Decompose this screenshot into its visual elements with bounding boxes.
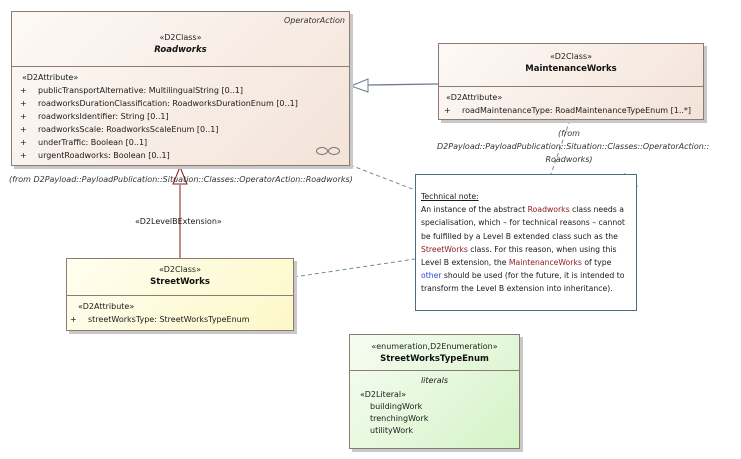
enum-stereotype: «enumeration,D2Enumeration» [371,342,498,351]
class-name: StreetWorks [150,277,210,287]
class-stereotype: «D2Class» [550,52,592,61]
generalization-line[interactable] [367,83,439,86]
note-line: transform the Level B extension into inh… [421,282,630,295]
section-label: literals [420,376,449,385]
note-link-roadworks[interactable] [349,164,416,191]
note-text: class. For this reason, when using this [467,244,617,254]
extension-stereotype-label: «D2LevelBExtension» [135,217,222,226]
attribute-stereotype: «D2Attribute» [446,93,503,102]
enum-street-works-type[interactable]: «enumeration,D2Enumeration» StreetWorksT… [349,334,520,449]
note-highlight: MaintenanceWorks [508,258,582,268]
visibility: + [20,99,27,108]
note-highlight: Roadworks [527,205,570,215]
note-title: Technical note: [421,192,479,201]
linked-diagram-icon[interactable] [315,146,341,156]
literal-item[interactable]: trenchingWork [370,414,429,423]
attribute-stereotype: «D2Attribute» [78,302,135,311]
visibility: + [20,151,27,160]
note-text: transform the Level B extension into inh… [421,284,613,294]
attribute-row[interactable]: + roadworksScale: RoadworksScaleEnum [0..… [20,123,349,136]
note-text: class needs a [569,205,624,215]
note-text: specialisation, which – for technical re… [421,218,625,228]
class-name: Roadworks [154,45,207,55]
namespace-line: (from D2Payload::PayloadPublication::Sit… [437,129,710,151]
extension-arrowhead [172,165,188,185]
class-maintenance-works-header: «D2Class» MaintenanceWorks [439,44,703,87]
literal-item[interactable]: buildingWork [370,402,423,411]
class-street-works-header: «D2Class» StreetWorks [67,259,293,296]
visibility: + [20,138,27,147]
attribute-text: urgentRoadworks: Boolean [0..1] [38,151,170,160]
class-stereotype: «D2Class» [159,265,201,274]
note-line: specialisation, which – for technical re… [421,216,630,229]
class-roadworks-header: OperatorAction «D2Class» Roadworks [12,12,349,67]
attribute-row[interactable]: + publicTransportAlternative: Multilingua… [20,84,349,97]
class-name: MaintenanceWorks [525,64,617,74]
note-line: An instance of the abstract Roadworks cl… [421,203,630,216]
attribute-row[interactable]: + roadworksIdentifier: String [0..1] [20,110,349,123]
class-street-works[interactable]: «D2Class» StreetWorks «D2Attribute» + str… [66,258,294,331]
roadworks-namespace: (from D2Payload::PayloadPublication::Sit… [9,175,353,184]
note-text: of type [581,258,612,268]
note-line: StreetWorks class. For this reason, when… [421,243,630,256]
note-line: be fulfilled by a Level B extended class… [421,230,630,243]
visibility: + [20,112,27,121]
attribute-row[interactable]: + underTraffic: Boolean [0..1] [20,136,349,149]
attribute-row[interactable]: + roadMaintenanceType: RoadMaintenanceTyp… [444,104,703,117]
note-highlight: other [421,271,442,281]
attribute-text: streetWorksType: StreetWorksTypeEnum [88,315,250,324]
technical-note[interactable]: Technical note: An instance of the abstr… [415,174,637,311]
note-text: Level B extension, the [421,258,509,268]
class-stereotype: «D2Class» [159,33,202,42]
literals-compartment: literals «D2Literal» buildingWork trench… [350,371,519,437]
visibility: + [444,106,451,115]
visibility: + [20,86,27,95]
attribute-text: roadworksDurationClassification: Roadwor… [38,99,298,108]
note-text: should be used (for the future, it is in… [441,271,625,281]
class-maintenance-works[interactable]: «D2Class» MaintenanceWorks «D2Attribute»… [438,43,704,120]
attributes-compartment: «D2Attribute» + streetWorksType: StreetWo… [67,296,293,326]
attribute-text: roadworksScale: RoadworksScaleEnum [0..1… [38,125,219,134]
attribute-stereotype: «D2Attribute» [22,73,79,82]
literal-item[interactable]: utilityWork [370,426,414,435]
attribute-row[interactable]: + streetWorksType: StreetWorksTypeEnum [70,313,293,326]
note-link-streetworks[interactable] [293,258,416,278]
attributes-compartment: «D2Attribute» + publicTransportAlternativ… [12,67,349,162]
attribute-text: underTraffic: Boolean [0..1] [38,138,148,147]
attribute-row[interactable]: + urgentRoadworks: Boolean [0..1] [20,149,349,162]
package-tag: OperatorAction [283,16,345,25]
namespace-line: Roadworks) [545,155,593,164]
note-highlight: StreetWorks [421,244,468,254]
note-line: Level B extension, the MaintenanceWorks … [421,256,630,269]
note-text: be fulfilled by a Level B extended class… [421,231,618,241]
enum-header: «enumeration,D2Enumeration» StreetWorksT… [350,335,519,371]
attributes-compartment: «D2Attribute» + roadMaintenanceType: Road… [439,87,703,117]
enum-name: StreetWorksTypeEnum [380,354,489,364]
class-roadworks[interactable]: OperatorAction «D2Class» Roadworks «D2At… [11,11,350,166]
note-link-maintenance[interactable] [550,119,571,175]
visibility: + [70,315,77,324]
literal-stereotype: «D2Literal» [360,390,407,399]
attribute-row[interactable]: + roadworksDurationClassification: Roadwo… [20,97,349,110]
maintenance-works-namespace: (from D2Payload::PayloadPublication::Sit… [437,127,709,166]
visibility: + [20,125,27,134]
attribute-text: roadMaintenanceType: RoadMaintenanceType… [462,106,692,115]
note-text: An instance of the abstract [421,205,528,215]
attribute-text: roadworksIdentifier: String [0..1] [38,112,169,121]
note-line: other should be used (for the future, it… [421,269,630,282]
attribute-text: publicTransportAlternative: Multilingual… [38,86,244,95]
note-body: An instance of the abstract Roadworks cl… [421,203,630,295]
generalization-arrowhead [349,78,369,93]
